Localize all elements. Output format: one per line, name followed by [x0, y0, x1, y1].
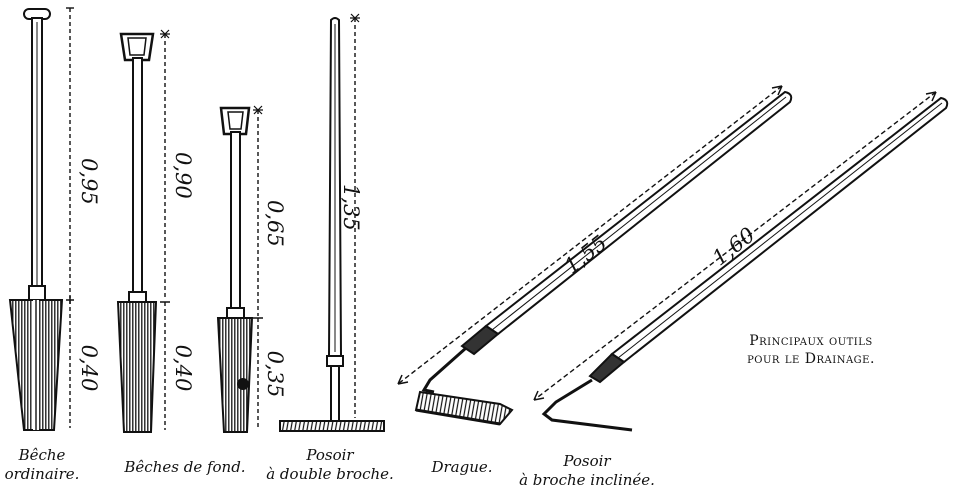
caption-line: Posoir [306, 446, 354, 464]
beche-de-fond-short-dimension-lines [253, 105, 263, 430]
dim-beche-fond-2-handle: 0,65 [263, 200, 287, 247]
plate-title-line-1: Principaux outils [749, 333, 873, 349]
caption-posoir-double-broche: Posoir à double broche. [262, 446, 398, 484]
dim-beche-ordinaire-handle: 0,95 [77, 158, 101, 205]
dim-posoir-double-broche: 1,35 [339, 184, 363, 231]
beche-de-fond-tall-dimension-lines [160, 29, 170, 430]
caption-beche-ordinaire: Bêche ordinaire. [2, 446, 82, 484]
posoir-broche-inclinee-tool [541, 96, 949, 432]
caption-line: à double broche. [266, 465, 394, 483]
plate-title-line-2: pour le Drainage. [747, 351, 875, 367]
dim-beche-fond-2-blade: 0,35 [263, 351, 287, 398]
drague-tool [414, 90, 793, 426]
dim-beche-fond-1-blade: 0,40 [171, 345, 195, 392]
dim-beche-ordinaire-blade: 0,40 [77, 345, 101, 392]
caption-drague: Drague. [422, 458, 502, 477]
beche-ordinaire-dimension-lines [66, 7, 74, 428]
posoir-double-broche-tool [279, 17, 385, 432]
caption-posoir-broche-inclinee: Posoir à broche inclinée. [512, 452, 662, 490]
beche-ordinaire-tool [8, 8, 64, 431]
caption-line: Bêches de fond. [124, 458, 246, 476]
dim-beche-fond-1-handle: 0,90 [171, 152, 195, 199]
beche-de-fond-tall-tool [116, 32, 158, 433]
posoir-double-broche-dimension-line [350, 13, 360, 418]
caption-line: Drague. [431, 458, 493, 476]
caption-line: Bêche [18, 446, 66, 464]
caption-line: Posoir [563, 452, 611, 470]
plate-title: Principaux outils pour le Drainage. [726, 332, 896, 368]
caption-line: à broche inclinée. [519, 471, 655, 489]
beche-de-fond-short-tool [216, 106, 254, 433]
drague-dimension-line [397, 85, 783, 385]
caption-beches-de-fond: Bêches de fond. [120, 458, 250, 477]
posoir-broche-inclinee-dimension-line [533, 91, 937, 401]
caption-line: ordinaire. [4, 465, 80, 483]
